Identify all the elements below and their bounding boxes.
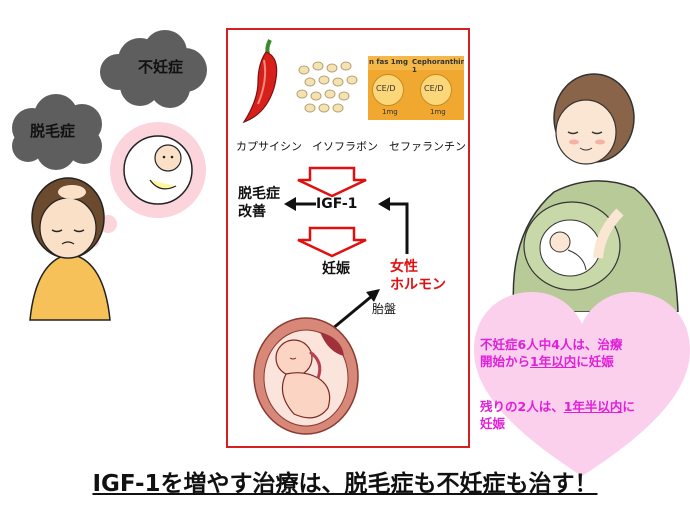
pack-right-label: Cephoranthin 1	[412, 58, 464, 74]
igf-label: IGF-1	[316, 196, 358, 212]
cloud-hair-loss	[12, 94, 102, 170]
footer-headline: IGF-1を増やす治療は、脱毛症も不妊症も治す！	[92, 471, 598, 497]
hormone-line1: 女性	[390, 259, 418, 275]
pack-dose-left: 1mg	[382, 108, 398, 116]
label-cepharanthine: セファランチン	[389, 140, 466, 153]
baby-icon	[123, 135, 193, 205]
heart-p2-underline: 1年半以内	[563, 399, 623, 414]
pregnant-woman-icon	[512, 73, 679, 312]
thought-illustration	[12, 30, 207, 321]
soybeans-icon	[296, 61, 358, 113]
cloud-label-hair-loss: 脱毛症	[30, 122, 76, 140]
chili-pepper-icon	[242, 39, 278, 124]
heart-p2-b: に	[622, 399, 635, 414]
sad-woman-icon	[29, 177, 111, 321]
pack-ced-right: CE/D	[424, 84, 444, 93]
heart-p2-c: 妊娠	[480, 416, 506, 431]
heart-p1-a: 不妊症6人中4人は、治療	[480, 337, 623, 352]
hair-improve-line2: 改善	[238, 204, 266, 220]
heart-p1-c: に妊娠	[576, 354, 614, 369]
uterus-fetus-icon	[253, 317, 359, 435]
heart-paragraph-1: 不妊症6人中4人は、治療 開始から1年以内に妊娠	[480, 336, 690, 370]
heart-p2-a: 残りの2人は、	[480, 399, 564, 414]
heart-p1-underline: 1年以内	[530, 354, 577, 369]
hair-improve-line1: 脱毛症	[238, 186, 280, 202]
label-isoflavone: イソフラボン	[312, 140, 378, 153]
flow-arrows	[284, 166, 409, 336]
heart-paragraph-2: 残りの2人は、1年半以内に 妊娠	[480, 398, 690, 432]
cloud-label-infertility: 不妊症	[138, 58, 184, 76]
hormone-line2: ホルモン	[390, 277, 446, 293]
heart-shape	[474, 292, 690, 476]
label-capsaicin: カプサイシン	[236, 140, 302, 153]
down-arrow-2	[297, 226, 367, 258]
heart-p1-b: 開始から	[480, 354, 531, 369]
pack-left-label: n fas 1mg	[369, 58, 408, 66]
pregnancy-label: 妊娠	[322, 261, 350, 277]
placenta-label: 胎盤	[372, 302, 397, 316]
pack-dose-right: 1mg	[430, 108, 446, 116]
treatment-box	[226, 28, 470, 448]
cepharanthine-pack: n fas 1mg Cephoranthin 1 CE/D CE/D 1mg 1…	[368, 56, 464, 120]
cloud-infertility	[100, 30, 207, 108]
pack-ced-left: CE/D	[376, 84, 396, 93]
down-arrow-1	[297, 166, 367, 198]
